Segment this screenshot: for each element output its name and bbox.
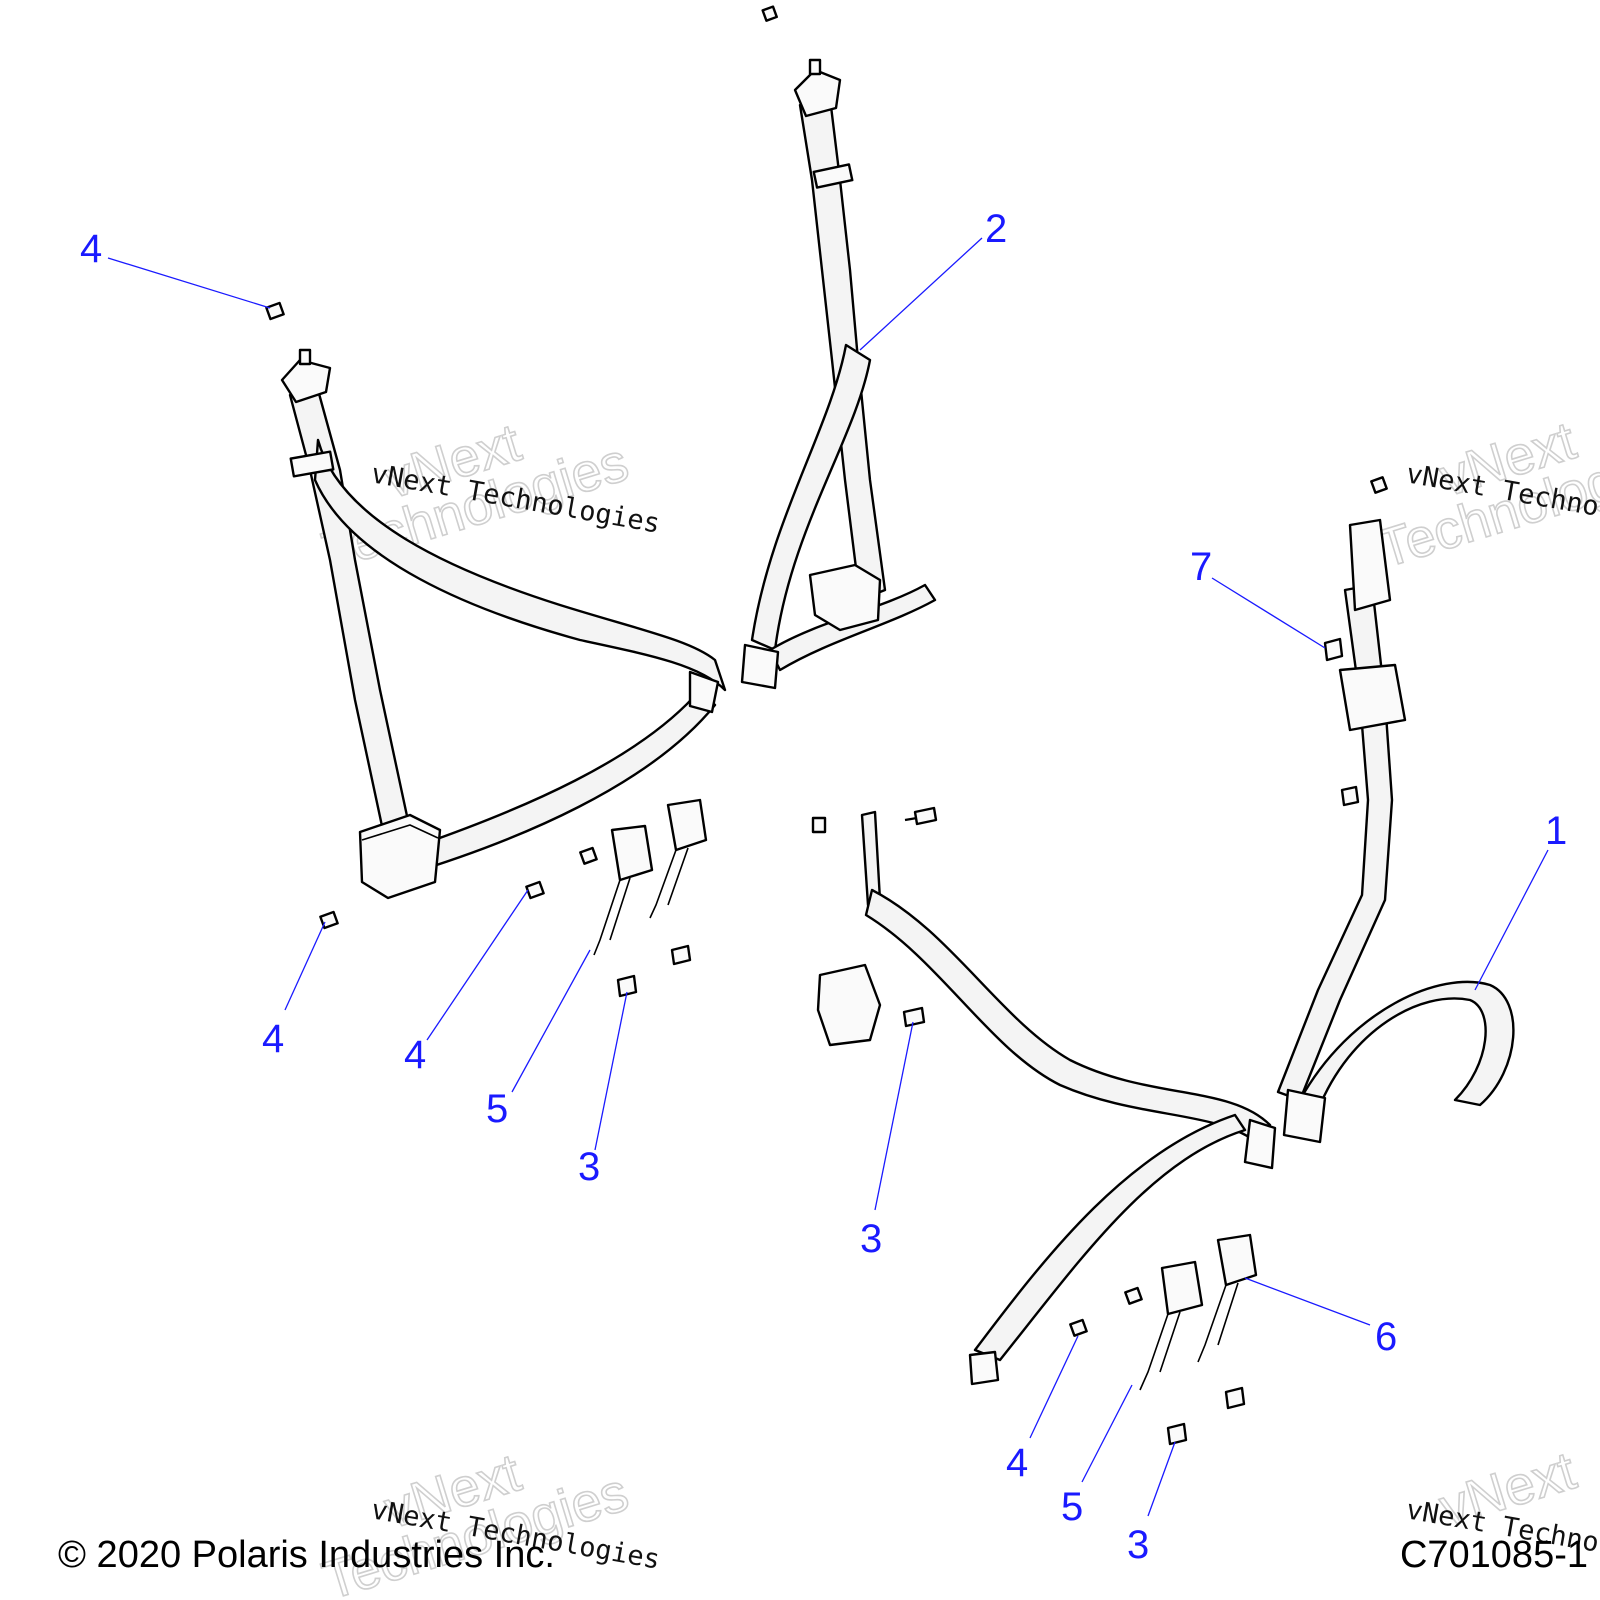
callout-4-lower: 4	[1006, 1441, 1028, 1485]
nut-icon	[1069, 1318, 1088, 1337]
buckle-lower-b	[1216, 1233, 1258, 1287]
center-seat-belt-assembly	[740, 58, 937, 690]
left-belt-end-fitting	[688, 670, 720, 714]
buckle-upper-b	[666, 798, 708, 852]
callout-5-lower: 5	[1061, 1485, 1083, 1529]
center-belt-anchor-stud	[808, 58, 822, 76]
callout-5-upper: 5	[486, 1087, 508, 1131]
callout-2: 2	[985, 207, 1007, 251]
copyright-notice: © 2020 Polaris Industries Inc.	[58, 1534, 555, 1576]
left-belt-web-guide	[289, 450, 335, 478]
nut-icon	[811, 816, 827, 834]
lower-belt-lap-strap	[973, 1113, 1247, 1362]
right-seat-belt-assembly	[1276, 518, 1515, 1144]
fasteners	[265, 5, 1388, 1446]
bolt-icon	[902, 1006, 926, 1028]
callout-3-lower: 3	[1127, 1523, 1149, 1567]
right-belt-top-bracket	[1348, 518, 1392, 612]
nut-icon	[525, 880, 545, 900]
callout-1: 1	[1545, 809, 1567, 853]
callout-4-left: 4	[262, 1017, 284, 1061]
nut-icon	[579, 846, 598, 865]
leader-lines	[107, 237, 1549, 1517]
callout-6: 6	[1375, 1315, 1397, 1359]
left-belt-anchor-stud	[298, 348, 312, 366]
bolt-icon	[1166, 1422, 1188, 1446]
nut-icon	[761, 5, 778, 22]
callout-3-upper: 3	[578, 1145, 600, 1189]
left-belt-shoulder-strap	[313, 438, 727, 692]
callout-7: 7	[1190, 545, 1212, 589]
nut-icon	[265, 301, 285, 321]
right-belt-end-fitting	[1282, 1088, 1327, 1144]
lower-seat-belt-assembly	[816, 810, 1277, 1386]
callout-numbers: 4 2 7 1 4 4 5 3 3 6 4 5 3	[80, 207, 1567, 1567]
buckle-pair-lower	[1139, 1233, 1258, 1391]
callout-4-center-left: 4	[404, 1033, 426, 1077]
center-belt-end-fitting	[740, 643, 780, 690]
buckle-pair-upper	[593, 798, 708, 956]
buckle-lower-a	[1160, 1260, 1204, 1316]
lower-belt-retractor	[816, 963, 882, 1047]
left-seat-belt-assembly	[280, 348, 727, 900]
figure-id: C701085-1	[1399, 1534, 1588, 1576]
callout-4-top-left: 4	[80, 227, 102, 271]
left-belt-lap-strap	[403, 688, 717, 877]
bolt-icon	[904, 806, 938, 826]
bolt-icon	[670, 944, 692, 966]
lower-belt-main-strap	[864, 888, 1272, 1147]
nut-icon	[1370, 476, 1388, 494]
right-belt-retractor	[1338, 663, 1407, 732]
lower-belt-end-fitting	[1243, 1118, 1277, 1170]
buckle-upper-a	[610, 824, 654, 882]
callout-3-center: 3	[860, 1217, 882, 1261]
bolt-icon	[616, 974, 638, 998]
center-belt-web-guide	[812, 163, 854, 189]
left-belt-top-anchor	[280, 358, 332, 404]
bolt-icon	[1323, 637, 1344, 662]
bolt-icon	[1224, 1386, 1246, 1410]
center-belt-retractor	[808, 563, 882, 632]
left-belt-retractor	[358, 813, 442, 900]
nut-icon	[1124, 1286, 1143, 1305]
lower-belt-anchor-plate	[968, 1350, 1000, 1386]
bolt-icon	[1340, 785, 1360, 807]
